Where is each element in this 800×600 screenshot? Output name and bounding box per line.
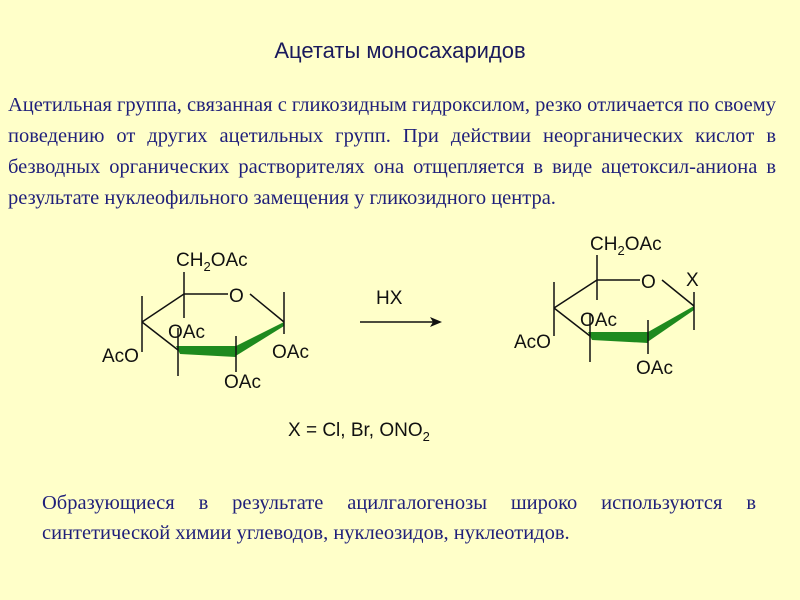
- reactant-ch2oac-label: CH2OAc: [176, 250, 248, 274]
- product-oac-c3: OAc: [636, 358, 673, 379]
- product-c4-c3-bond: [553, 307, 591, 337]
- reactant-c4-c3-bond: [141, 321, 179, 351]
- reactant-aco-c4: AcO: [102, 346, 139, 367]
- product-oac-c2: OAc: [580, 310, 617, 331]
- reactant-oac-c2: OAc: [168, 322, 205, 343]
- arrow-reagent-label: HX: [376, 288, 403, 309]
- reactant-structure: CH2OAc O OAc OAc AcO OAc: [102, 250, 309, 393]
- product-structure: CH2OAc O X OAc AcO OAc: [514, 234, 699, 379]
- conclusion-paragraph: Образующиеся в результате ацилгалогенозы…: [42, 492, 756, 544]
- reactant-ring-oxygen: O: [229, 286, 244, 307]
- reactant-c3-c2-bold-bond: [176, 346, 236, 357]
- x-definition-legend: X = Cl, Br, ONO2: [288, 420, 430, 444]
- product-aco-c4: AcO: [514, 332, 551, 353]
- arrow-head: [430, 317, 442, 327]
- product-ch2oac-label: CH2OAc: [590, 234, 662, 258]
- product-ring-oxygen: O: [641, 272, 656, 293]
- reactant-oac-c1: OAc: [272, 342, 309, 363]
- product-c2-c1-wedge-bond: [646, 306, 694, 343]
- reaction-arrow: HX: [360, 288, 442, 327]
- reactant-c5-c4-bond: [141, 293, 185, 323]
- reactant-c2-c1-wedge-bond: [234, 322, 284, 357]
- product-o-c1-bond: [661, 279, 695, 307]
- product-c5-c4-bond: [553, 279, 598, 309]
- slide-title: Ацетаты моносахаридов: [274, 38, 526, 63]
- product-c3-c2-bold-bond: [588, 332, 648, 343]
- product-x-substituent: X: [686, 270, 699, 291]
- intro-paragraph: Ацетильная группа, связанная с гликозидн…: [8, 94, 776, 209]
- reactant-oac-c3: OAc: [224, 372, 261, 393]
- reactant-o-c1-bond: [249, 293, 285, 323]
